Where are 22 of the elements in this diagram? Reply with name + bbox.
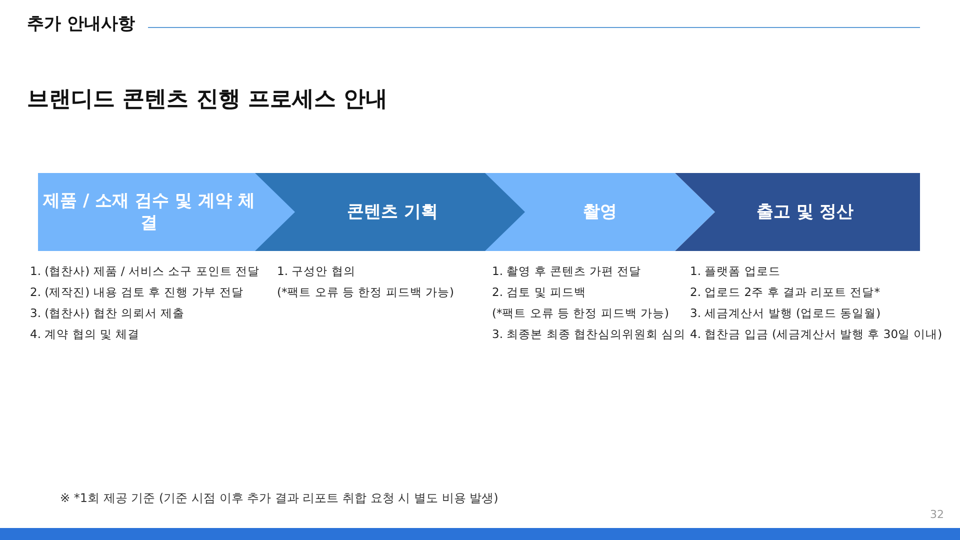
step-detail: 1. (협찬사) 제품 / 서비스 소구 포인트 전달 [30,263,260,280]
footnote: ※ *1회 제공 기준 (기준 시점 이후 추가 결과 리포트 취합 요청 시 별도 비용 발생) [60,490,498,507]
step-title: 콘텐츠 기획 [347,201,438,223]
step-title: 출고 및 정산 [756,201,854,223]
step-detail: 2. 업로드 2주 후 결과 리포트 전달* [690,284,881,301]
page-title: 브랜디드 콘텐츠 진행 프로세스 안내 [27,86,388,114]
step-detail: 4. 계약 협의 및 체결 [30,326,141,343]
step-detail: 3. (협찬사) 협찬 의뢰서 제출 [30,305,186,322]
step-detail: (*팩트 오류 등 한정 피드백 가능) [277,284,454,301]
step-detail: 3. 세금계산서 발행 (업로드 동일월) [690,305,882,322]
step-detail: 4. 협찬금 입금 (세금계산서 발행 후 30일 이내) [690,326,942,343]
step-detail: 2. 검토 및 피드백 [492,284,587,301]
step-detail: (*팩트 오류 등 한정 피드백 가능) [492,305,670,322]
step-detail: 1. 플랫폼 업로드 [690,263,782,280]
page-number: 32 [930,508,944,521]
step-detail: 1. 구성안 협의 [277,263,356,280]
step-title: 촬영 [583,201,617,223]
step-detail: 3. 최종본 최종 협찬심의위원회 심의 [492,326,686,343]
section-heading: 추가 안내사항 [27,13,135,35]
step-title: 제품 / 소재 검수 및 계약 체결 [42,190,256,234]
step-detail: 2. (제작진) 내용 검토 후 진행 가부 전달 [30,284,245,301]
step-detail: 1. 촬영 후 콘텐츠 가편 전달 [492,263,642,280]
